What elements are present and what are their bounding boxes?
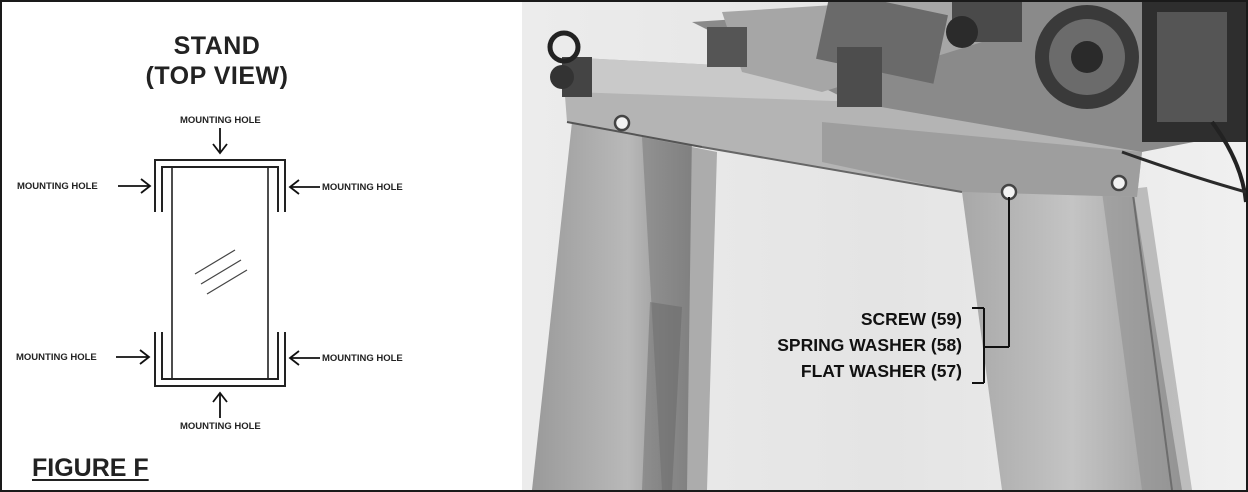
- stand-leg-left: [532, 122, 717, 490]
- mounting-hole-label-upper-right: MOUNTING HOLE: [322, 182, 403, 193]
- saw-stand-photo: SCREW (59) SPRING WASHER (58) FLAT WASHE…: [522, 2, 1246, 490]
- stand-top-view-panel: STAND (TOP VIEW): [2, 2, 522, 490]
- callout-flat-washer: FLAT WASHER (57): [800, 361, 962, 381]
- figure-label: FIGURE F: [32, 454, 149, 482]
- stand-leg-right: [962, 182, 1192, 490]
- photo-illustration: [522, 2, 1246, 490]
- mounting-hole-label-upper-left: MOUNTING HOLE: [17, 181, 98, 192]
- callout-spring-washer: SPRING WASHER (58): [777, 335, 962, 355]
- saw-base: [562, 57, 1142, 197]
- stand-diagram: [116, 128, 320, 418]
- saw-head: [692, 2, 1246, 203]
- mounting-hole-label-top: MOUNTING HOLE: [180, 115, 261, 126]
- vise-handwheel: [547, 27, 882, 107]
- mounting-hole-arrows: [116, 128, 320, 418]
- mounting-hole-label-lower-left: MOUNTING HOLE: [16, 352, 97, 363]
- callout-screw: SCREW (59): [860, 309, 962, 329]
- mounting-hole-label-lower-right: MOUNTING HOLE: [322, 353, 403, 364]
- stand-title: STAND: [173, 32, 261, 60]
- panel-hatch: [194, 249, 248, 295]
- mounting-hole-label-bottom: MOUNTING HOLE: [180, 421, 261, 432]
- stand-subtitle: (TOP VIEW): [145, 62, 289, 90]
- callout-leader: [972, 197, 1010, 384]
- stand-outline: [154, 159, 286, 387]
